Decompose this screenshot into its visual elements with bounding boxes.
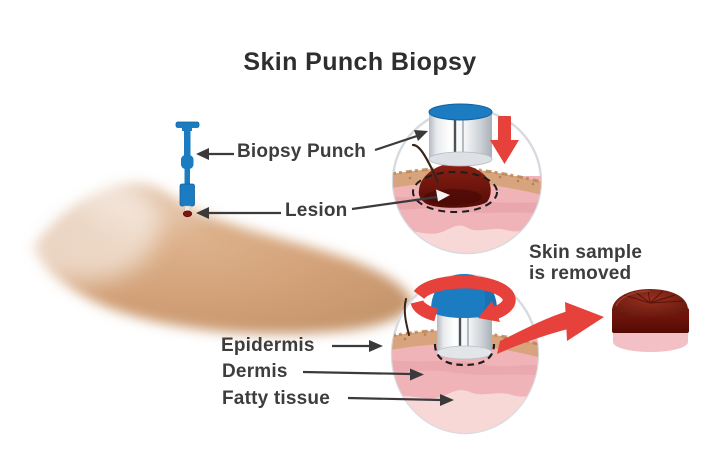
- arrowhead-right-biopsy-punch: [414, 130, 428, 141]
- arrowhead-epidermis: [369, 340, 383, 352]
- arrowhead-dermis: [410, 368, 424, 381]
- hair-strand-bottom: [403, 298, 410, 336]
- skin-sample-caption-line2: is removed: [529, 263, 632, 284]
- lesion-label: Lesion: [285, 200, 348, 221]
- biopsy-punch-tool: [175, 121, 200, 207]
- down-arrow-icon: [490, 116, 519, 164]
- skin-sample-plug: [612, 289, 689, 352]
- sample-lesion-dome: [612, 289, 688, 318]
- bottom-inset-circle: [390, 273, 540, 435]
- dashed-cut-outline: [433, 343, 496, 367]
- lesion-dot: [182, 210, 193, 218]
- rotation-arrow-icon: [410, 275, 516, 322]
- hair-strand-top: [411, 143, 440, 184]
- punch-handle-top: [428, 103, 493, 121]
- biopsy-punch-label: Biopsy Punch: [237, 141, 367, 162]
- arm-illustration: [0, 167, 413, 334]
- fatty-tissue-label: Fatty tissue: [222, 388, 330, 409]
- page-title: Skin Punch Biopsy: [243, 48, 477, 76]
- dashed-incision-outline: [412, 171, 498, 213]
- skin-sample-caption-line1: Skin sample: [529, 242, 643, 263]
- label-connectors: [196, 130, 454, 406]
- top-inset-circle: [391, 103, 543, 255]
- punch-cylinder-bottom: [436, 312, 493, 360]
- skin-sample-caption: Skin sample is removed: [529, 242, 642, 284]
- arrowhead-left-biopsy-punch: [196, 148, 209, 160]
- swoosh-arrow-icon: [497, 302, 604, 354]
- dermis-label: Dermis: [222, 361, 288, 382]
- arrowhead-left-lesion: [196, 207, 209, 219]
- arrowhead-fatty: [440, 394, 454, 406]
- punch-cylinder-top: [428, 103, 493, 167]
- epidermis-label: Epidermis: [221, 335, 315, 356]
- arrowhead-white-lesion: [436, 189, 450, 202]
